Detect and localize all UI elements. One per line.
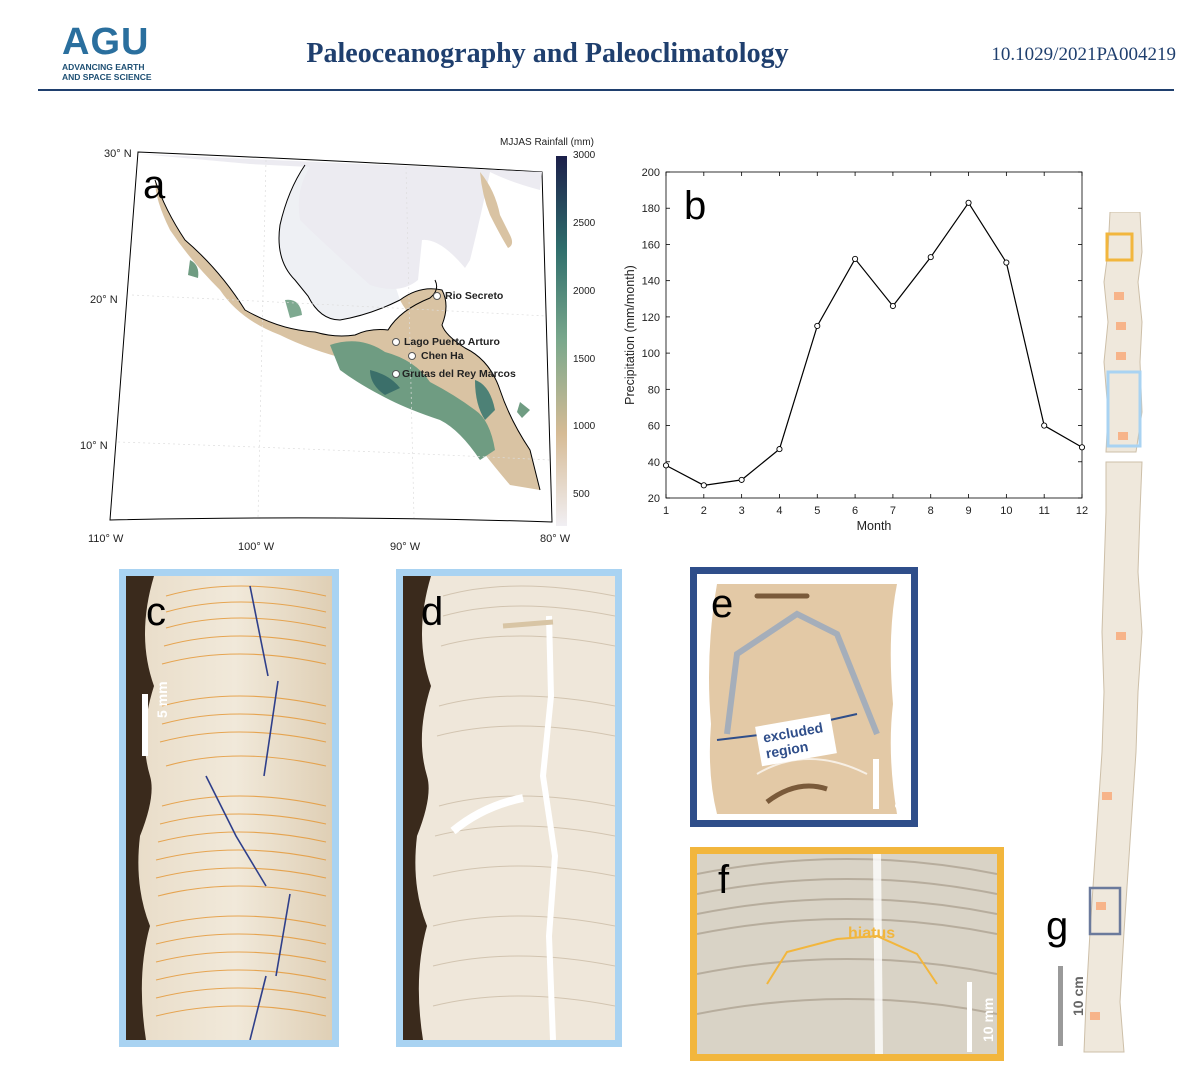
x-tick-label: 12 (1076, 505, 1088, 517)
y-tick-label: 60 (648, 421, 660, 433)
data-point (852, 255, 859, 262)
x-tick-label: 2 (701, 505, 707, 517)
colorbar-tick-1500: 1500 (573, 354, 596, 365)
colorbar-tick-500: 500 (573, 489, 590, 500)
y-tick-label: 160 (642, 239, 660, 251)
doi: 10.1029/2021PA004219 (991, 44, 1176, 65)
x-tick-label: 10 (1000, 505, 1012, 517)
panel-d-photo (403, 576, 615, 1040)
hiatus-label: hiatus (848, 925, 896, 942)
panel-g-scale: 10 cm (1070, 976, 1086, 1016)
panel-f-scale: 10 mm (980, 997, 996, 1042)
y-tick-label: 80 (648, 384, 660, 396)
data-point (662, 462, 670, 469)
agu-logo-subtitle: ADVANCING EARTH AND SPACE SCIENCE (62, 62, 152, 82)
panel-g-core-photo (1083, 212, 1143, 1053)
agu-logo: AGU (62, 21, 150, 63)
panel-d-label: d (421, 590, 444, 634)
x-tick-label: 9 (965, 505, 971, 517)
data-point (738, 476, 745, 483)
panel-g-label: g (1046, 904, 1069, 948)
panel-e-photo (697, 574, 911, 820)
colorbar-tick-2500: 2500 (573, 218, 596, 229)
lat-label-30n: 30° N (104, 148, 132, 160)
lon-label-110w: 110° W (88, 533, 124, 545)
x-tick-label: 3 (739, 505, 745, 517)
site-chen-ha: Chen Ha (421, 350, 464, 362)
x-axis-label: Month (857, 519, 892, 533)
journal-title: Paleoceanography and Paleoclimatology (306, 38, 789, 69)
rainfall-map (109, 151, 567, 526)
panel-g-scale-bar (1058, 966, 1063, 1046)
panel-c-label: c (146, 590, 166, 634)
site-lago-puerto-arturo: Lago Puerto Arturo (404, 336, 500, 348)
lat-label-20n: 20° N (90, 294, 118, 306)
plot-frame (665, 171, 1083, 499)
y-tick-label: 100 (642, 348, 660, 360)
x-tick-label: 5 (814, 505, 820, 517)
colorbar-title: MJJAS Rainfall (mm) (500, 137, 594, 148)
panel-f-photo (697, 854, 997, 1054)
y-tick-label: 180 (642, 203, 660, 215)
x-tick-label: 8 (928, 505, 934, 517)
y-tick-label: 140 (642, 276, 660, 288)
panel-e-scale: 10 mm (892, 762, 909, 810)
data-point (927, 254, 934, 261)
lon-label-90w: 90° W (390, 541, 421, 553)
precipitation-line (665, 201, 1083, 486)
y-tick-label: 40 (648, 457, 660, 469)
data-point (889, 302, 896, 310)
panel-f-label: f (718, 858, 730, 902)
colorbar-tick-1000: 1000 (573, 421, 596, 432)
site-grutas-del-rey-marcos: Grutas del Rey Marcos (402, 368, 516, 380)
data-point (814, 322, 821, 329)
data-point (1078, 444, 1086, 451)
panel-c-scale: 5 mm (154, 681, 170, 718)
data-point (1041, 422, 1048, 429)
panel-a-label: a (143, 163, 166, 207)
panel-c-photo (126, 576, 332, 1040)
data-point (700, 482, 707, 489)
y-axis-label: Precipitation (mm/month) (623, 265, 637, 405)
x-tick-label: 11 (1038, 505, 1049, 517)
header-rule (38, 89, 1174, 91)
data-point (776, 446, 783, 453)
x-tick-label: 6 (852, 505, 858, 517)
y-tick-label: 200 (642, 167, 660, 179)
lon-label-100w: 100° W (238, 541, 275, 553)
data-point (965, 199, 972, 206)
x-tick-label: 1 (663, 505, 669, 517)
x-tick-label: 7 (890, 505, 896, 517)
panel-e-label: e (711, 582, 734, 626)
lon-label-80w: 80° W (540, 533, 571, 545)
lat-label-10n: 10° N (80, 440, 108, 452)
colorbar-tick-3000: 3000 (573, 150, 596, 161)
site-rio-secreto: Rio Secreto (445, 290, 504, 302)
y-tick-label: 120 (642, 312, 660, 324)
y-tick-label: 20 (648, 493, 660, 505)
panel-b-label: b (684, 184, 707, 228)
colorbar-tick-2000: 2000 (573, 286, 596, 297)
data-point (1003, 259, 1010, 266)
x-tick-label: 4 (776, 505, 782, 517)
